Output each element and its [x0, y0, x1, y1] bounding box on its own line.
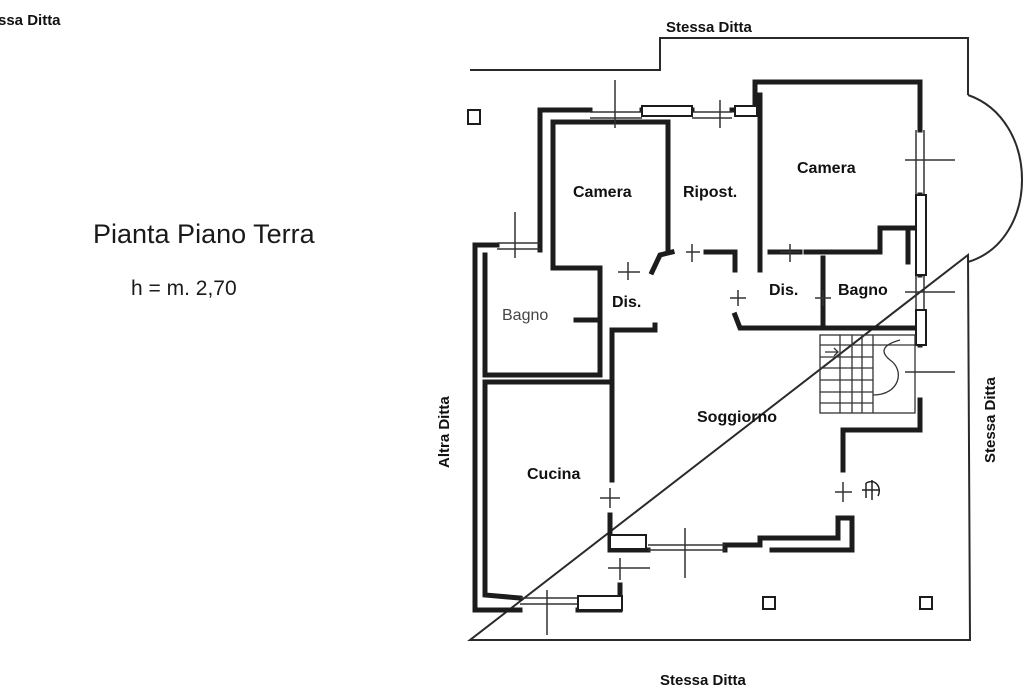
room-label-bagno-left: Bagno	[502, 307, 549, 324]
plot-boundary	[467, 37, 1023, 641]
neighbor-label-top: Stessa Ditta	[666, 19, 752, 36]
columns	[467, 105, 933, 611]
room-label-soggiorno: Soggiorno	[697, 409, 777, 426]
staircase	[819, 334, 916, 414]
cut-neighbor-label: ssa Ditta	[0, 12, 61, 29]
plan-title: Pianta Piano Terra	[93, 219, 315, 249]
room-label-cucina: Cucina	[527, 466, 581, 483]
room-label-bagno-right: Bagno	[838, 282, 888, 299]
entrance-icon	[862, 480, 880, 500]
room-label-camera-left: Camera	[573, 184, 632, 201]
room-label-ripost: Ripost.	[683, 184, 738, 201]
neighbor-label-bottom: Stessa Ditta	[660, 672, 746, 689]
windows	[497, 80, 955, 635]
neighbor-label-right: Stessa Ditta	[982, 377, 999, 463]
neighbor-label-left: Altra Ditta	[436, 396, 453, 468]
room-label-dis-right: Dis.	[769, 282, 799, 299]
ceiling-height-note: h = m. 2,70	[131, 277, 237, 300]
room-label-dis-left: Dis.	[612, 294, 642, 311]
room-label-camera-right: Camera	[797, 160, 856, 177]
